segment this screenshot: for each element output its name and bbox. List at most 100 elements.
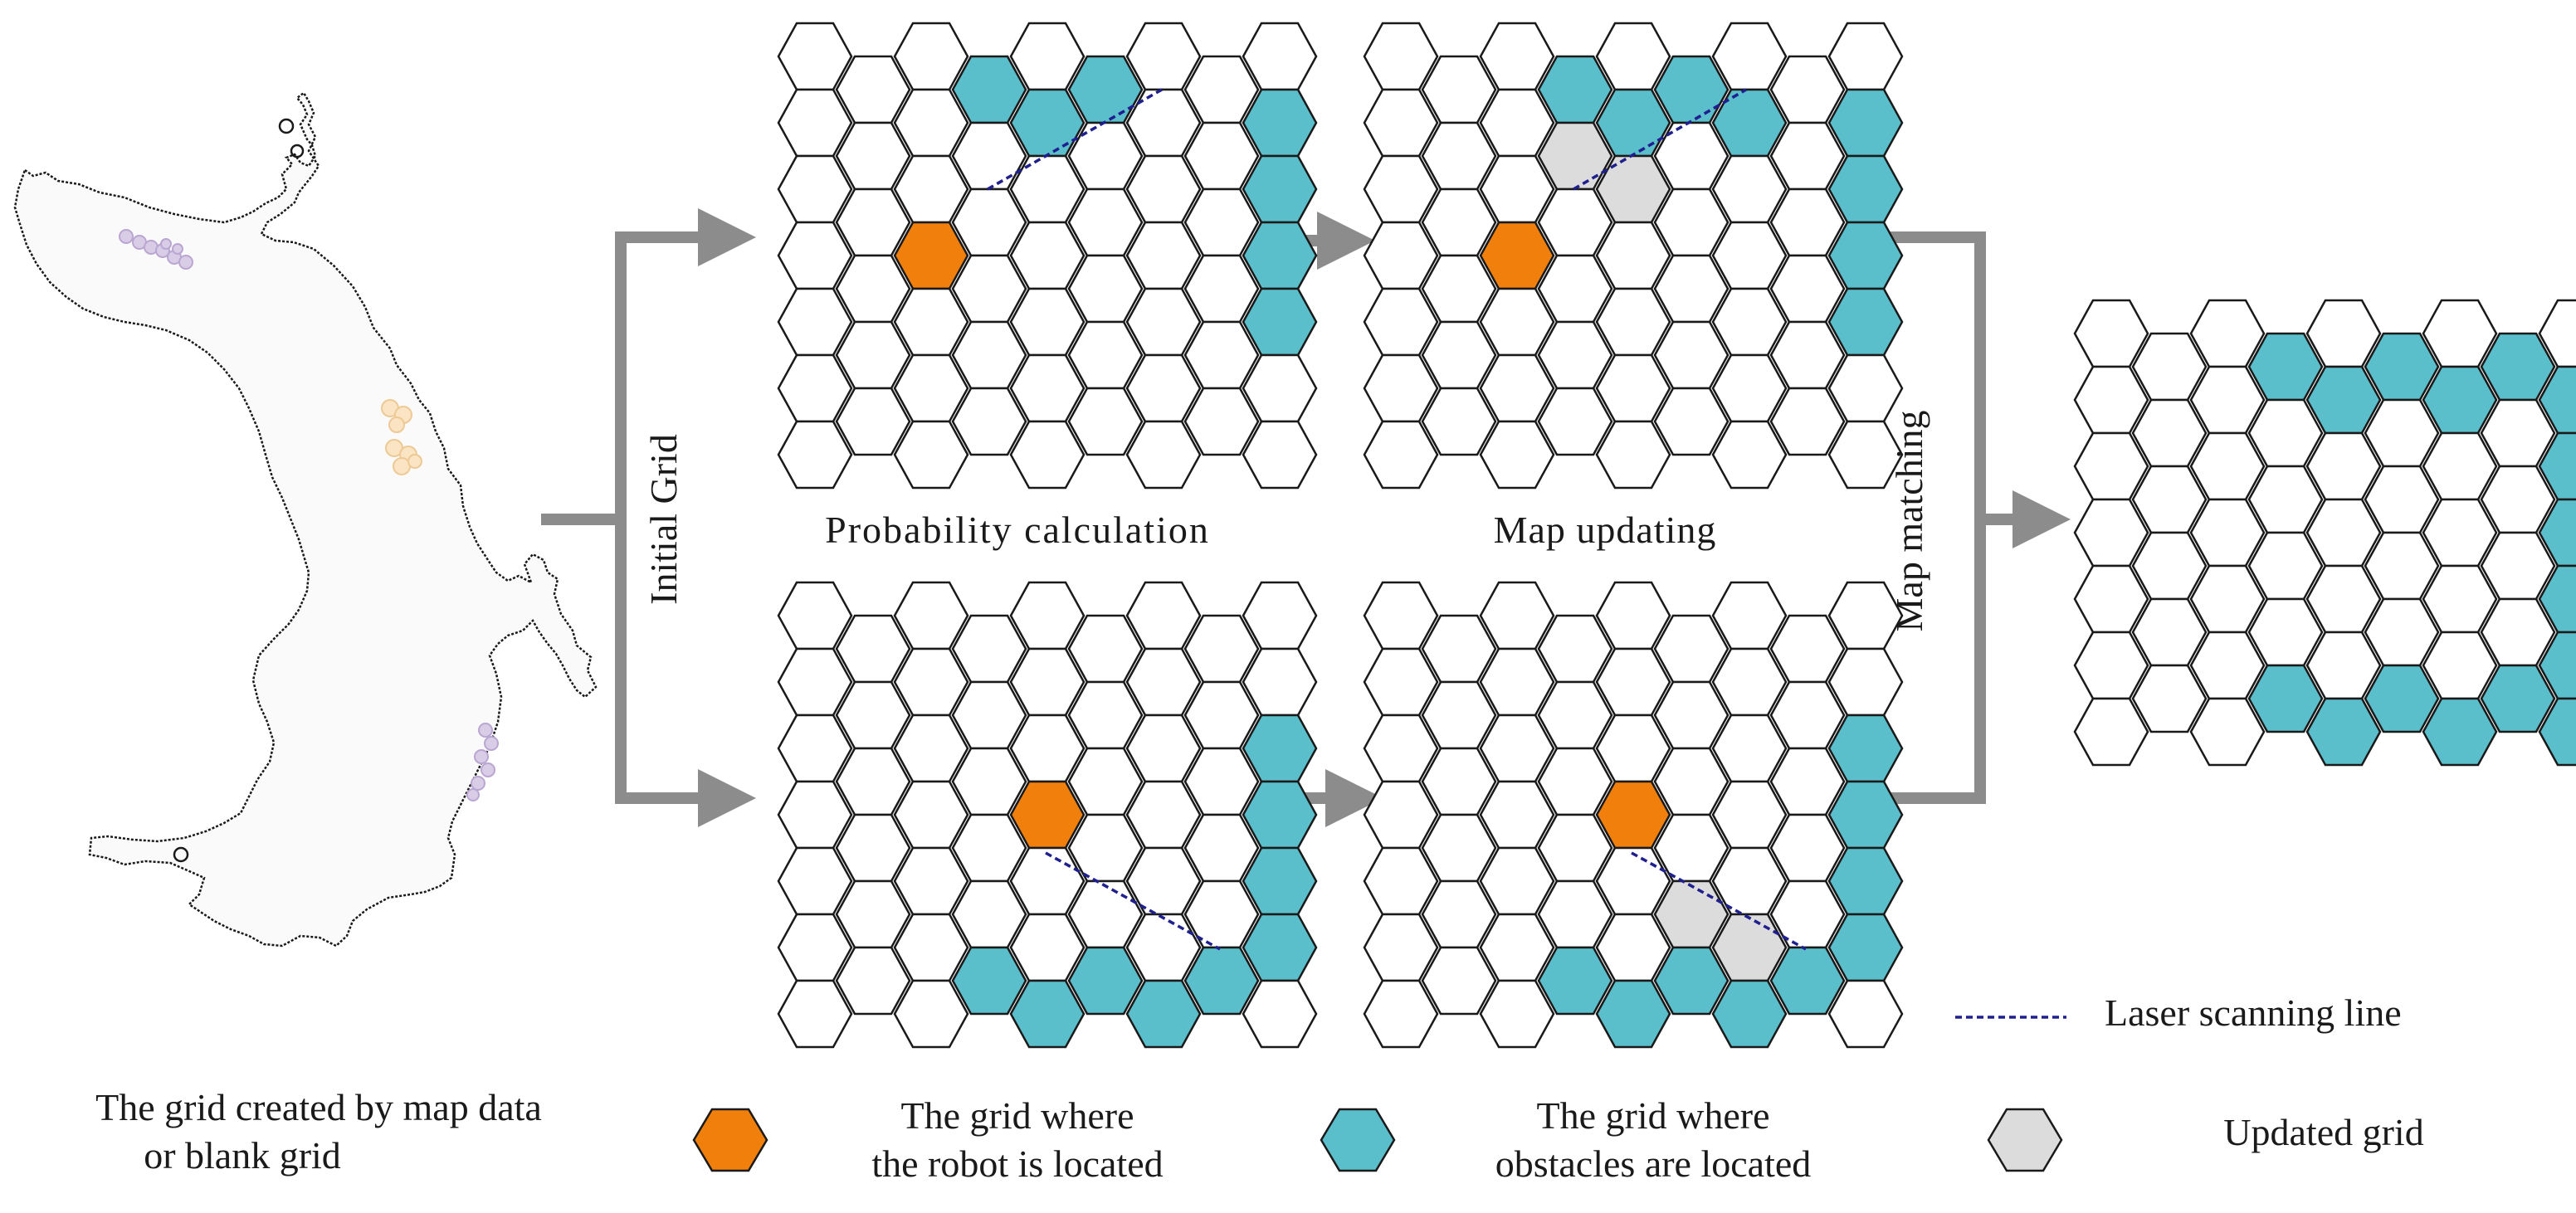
hex-cell-empty [1363,581,1439,650]
map-area-shape [13,91,598,948]
hex-cell-empty [1595,647,1671,717]
hex-cell-empty [835,254,911,324]
hex-cell-obstacle [1242,154,1318,224]
hex-cell-empty [1242,647,1318,717]
hex-cell-empty [1595,420,1671,490]
laser-line-top-right [1573,88,1747,191]
hex-cell-obstacle [951,55,1027,124]
hex-cell-obstacle [1595,88,1671,158]
hex-cell-empty [893,714,969,783]
hex-cell-empty [1183,680,1260,750]
hex-cell-obstacle [1595,979,1671,1049]
hex-cell-empty [1711,287,1788,357]
hex-cell-obstacle [2364,332,2440,402]
hex-cell-empty [2131,465,2208,534]
hex-cell-empty [1421,680,1497,750]
hex-cell-empty [1009,353,1086,423]
hex-cell-empty [1183,813,1260,883]
hex-cell-obstacle [1827,913,1904,982]
hex-cell-empty [1769,680,1846,750]
hex-cell-empty [2480,398,2556,468]
hex-cell-empty [2305,431,2382,501]
hex-cell-empty [1537,320,1613,390]
hex-cell-empty [2189,564,2266,634]
hex-cell-empty [2422,564,2498,634]
hex-cell-empty [2189,365,2266,435]
hex-cell-empty [1595,221,1671,290]
hex-cell-empty [2073,697,2149,767]
label-map-updating: Map updating [1494,509,1717,551]
legend-map-grid-line1: The grid created by map data [95,1086,542,1128]
hex-cell-obstacle [1242,221,1318,290]
hex-cell-empty [1067,387,1144,456]
hex-cell-empty [1711,780,1788,850]
hex-cell-empty [1827,647,1904,717]
hex-cell-empty [2073,564,2149,634]
hex-cell-empty [1479,353,1555,423]
hex-cell-empty [1711,353,1788,423]
grid-probability-top [777,22,1318,490]
hex-cell-updated [1711,913,1788,982]
hex-cell-empty [1363,88,1439,158]
legend-robot-line2: the robot is located [871,1142,1163,1185]
hex-cell-empty [2131,531,2208,601]
hex-cell-empty [2073,431,2149,501]
hex-cell-empty [2189,299,2266,368]
hex-cell-empty [2131,398,2208,468]
hex-cell-empty [1827,979,1904,1049]
hex-cell-empty [2189,431,2266,501]
hex-cell-empty [2073,365,2149,435]
hex-cell-obstacle [2364,664,2440,733]
hex-cell-empty [1653,614,1730,684]
hex-cell-obstacle [2480,664,2556,733]
hex-cell-empty [1479,714,1555,783]
hex-cell-empty [1242,979,1318,1049]
hex-cell-empty [1711,846,1788,916]
hex-cell-empty [2305,498,2382,568]
hex-cell-obstacle [1827,88,1904,158]
hex-cell-empty [1595,22,1671,91]
hex-cell-empty [1363,913,1439,982]
grid-map-update-bottom [1363,581,1904,1049]
hex-cell-empty [1711,581,1788,650]
hex-cell-obstacle [1827,154,1904,224]
hex-cell-empty [1595,353,1671,423]
hex-cell-empty [1183,121,1260,191]
hex-cell-updated [1595,154,1671,224]
hex-cell-empty [1421,188,1497,257]
hex-cell-empty [1125,780,1202,850]
hex-cell-empty [1479,154,1555,224]
legend: Laser scanning line The grid created by … [95,991,2424,1185]
hex-cell-empty [1653,747,1730,816]
hex-cell-empty [893,846,969,916]
hex-cell-empty [2131,597,2208,667]
grid-map-update-top [1363,22,1904,490]
hex-cell-empty [1479,420,1555,490]
hex-cell-obstacle [1537,946,1613,1016]
hex-cell-empty [2364,465,2440,534]
hex-cell-empty [1125,88,1202,158]
hex-cell-empty [951,320,1027,390]
hex-cell-empty [1769,813,1846,883]
hex-cell-empty [893,88,969,158]
hex-cell-empty [1711,22,1788,91]
hex-cell-empty [1009,22,1086,91]
hex-cell-obstacle [1125,979,1202,1049]
hex-cell-obstacle [1537,55,1613,124]
hex-cell-empty [1479,913,1555,982]
hex-cell-empty [1595,287,1671,357]
map-yellow-obstacles [381,399,422,475]
hex-cell-obstacle [2422,697,2498,767]
hex-cell-empty [777,420,853,490]
hex-cell-empty [1125,154,1202,224]
hex-cell-empty [1595,714,1671,783]
hex-cell-empty [1183,747,1260,816]
hex-cell-empty [2189,498,2266,568]
grid-result [2073,299,2576,767]
hex-cell-empty [1009,714,1086,783]
hex-cell-empty [1827,22,1904,91]
hex-cell-empty [1009,913,1086,982]
hex-cell-empty [1769,614,1846,684]
hex-cell-empty [1479,846,1555,916]
